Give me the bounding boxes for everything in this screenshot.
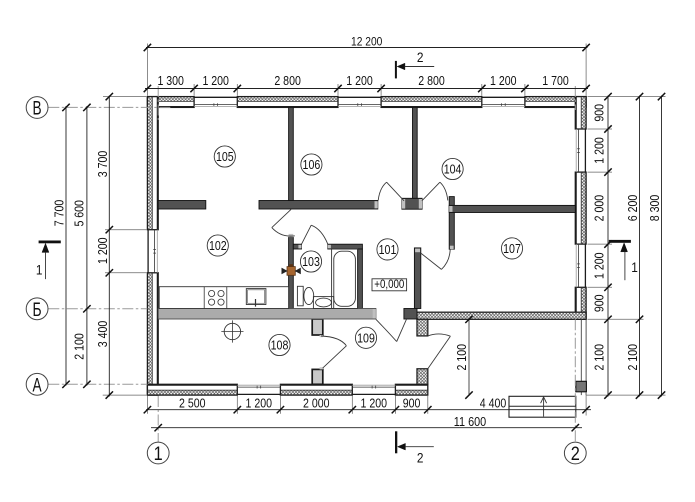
svg-text:2 500: 2 500 [179, 396, 206, 410]
svg-text:2 100: 2 100 [73, 333, 87, 360]
svg-text:3 400: 3 400 [96, 321, 110, 348]
svg-text:7 700: 7 700 [52, 200, 66, 227]
svg-text:1 200: 1 200 [346, 74, 373, 88]
svg-text:900: 900 [593, 104, 607, 122]
svg-text:107: 107 [503, 242, 521, 256]
svg-text:2 100: 2 100 [593, 344, 607, 371]
svg-text:11 600: 11 600 [454, 415, 486, 429]
svg-text:109: 109 [357, 331, 375, 345]
svg-text:1 700: 1 700 [542, 74, 569, 88]
svg-text:Б: Б [33, 299, 42, 321]
svg-text:6 200: 6 200 [626, 195, 640, 222]
svg-text:900: 900 [403, 396, 421, 410]
svg-text:2 100: 2 100 [455, 344, 469, 371]
svg-text:8 300: 8 300 [648, 195, 662, 222]
svg-text:2 000: 2 000 [593, 195, 607, 222]
svg-text:1 200: 1 200 [490, 74, 517, 88]
svg-text:1 200: 1 200 [593, 137, 607, 164]
svg-text:106: 106 [303, 158, 321, 172]
svg-text:2 100: 2 100 [626, 344, 640, 371]
svg-text:2 800: 2 800 [418, 74, 445, 88]
svg-text:105: 105 [216, 150, 234, 164]
svg-text:1 200: 1 200 [246, 396, 273, 410]
svg-text:102: 102 [209, 239, 227, 253]
svg-text:1 300: 1 300 [157, 74, 184, 88]
svg-text:1 200: 1 200 [361, 396, 388, 410]
svg-text:В: В [33, 98, 42, 120]
svg-text:1 200: 1 200 [593, 252, 607, 279]
svg-text:103: 103 [302, 255, 320, 269]
svg-text:900: 900 [593, 294, 607, 312]
svg-text:1: 1 [36, 262, 43, 278]
svg-text:+0,000: +0,000 [374, 278, 404, 291]
svg-text:А: А [33, 374, 42, 396]
svg-text:2 000: 2 000 [303, 396, 330, 410]
svg-text:2: 2 [417, 50, 424, 66]
svg-text:2: 2 [417, 450, 424, 466]
svg-text:4 400: 4 400 [480, 396, 507, 410]
svg-text:5 600: 5 600 [73, 200, 87, 227]
svg-text:1 200: 1 200 [202, 74, 229, 88]
svg-text:1: 1 [154, 443, 163, 465]
svg-text:108: 108 [271, 339, 289, 353]
svg-text:1 200: 1 200 [96, 237, 110, 264]
svg-text:12 200: 12 200 [351, 35, 382, 49]
svg-text:104: 104 [444, 163, 462, 177]
svg-text:1: 1 [631, 260, 638, 276]
svg-text:3 700: 3 700 [96, 151, 110, 178]
svg-text:2 800: 2 800 [274, 74, 301, 88]
svg-text:101: 101 [379, 243, 397, 257]
svg-text:2: 2 [571, 443, 580, 465]
